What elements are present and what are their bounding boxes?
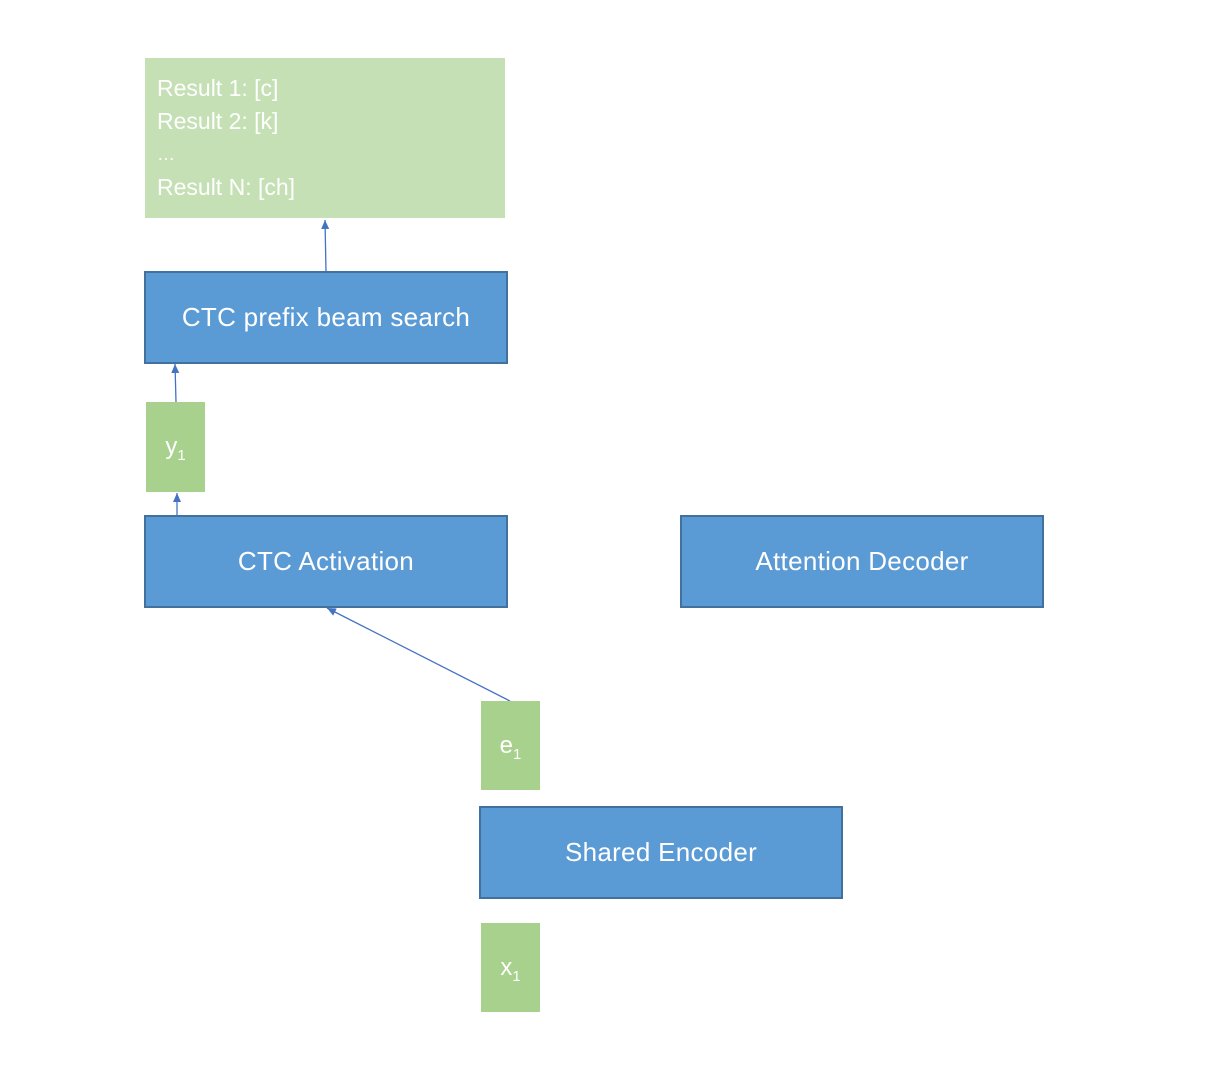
ctc-prefix-beam-search-block: CTC prefix beam search — [144, 271, 508, 364]
result-line-n: Result N: [ch] — [157, 174, 296, 200]
result-line-ellipsis: … — [157, 144, 175, 164]
e1-label: e1 — [499, 731, 522, 763]
y1-vector: y1 — [146, 402, 205, 492]
arrow-beam-to-results — [321, 219, 330, 272]
arrow-y-to-beam — [171, 363, 180, 403]
arrow-e-to-activation — [326, 607, 511, 702]
y1-label: y1 — [165, 433, 186, 464]
ctc-prefix-beam-search-label: CTC prefix beam search — [181, 302, 471, 332]
ctc-activation-block: CTC Activation — [144, 515, 508, 608]
shared-encoder-block: Shared Encoder — [479, 806, 843, 899]
result-line-1: Result 1: [c] — [157, 75, 279, 101]
x1-label: x1 — [500, 953, 521, 985]
attention-decoder-label: Attention Decoder — [755, 546, 969, 576]
x1-vector: x1 — [481, 923, 540, 1012]
result-line-2: Result 2: [k] — [157, 108, 279, 134]
ctc-activation-label: CTC Activation — [237, 546, 415, 576]
attention-decoder-block: Attention Decoder — [680, 515, 1044, 608]
results-box: Result 1: [c] Result 2: [k] … Result N: … — [145, 58, 505, 218]
shared-encoder-label: Shared Encoder — [564, 837, 758, 867]
e1-vector: e1 — [481, 701, 540, 790]
